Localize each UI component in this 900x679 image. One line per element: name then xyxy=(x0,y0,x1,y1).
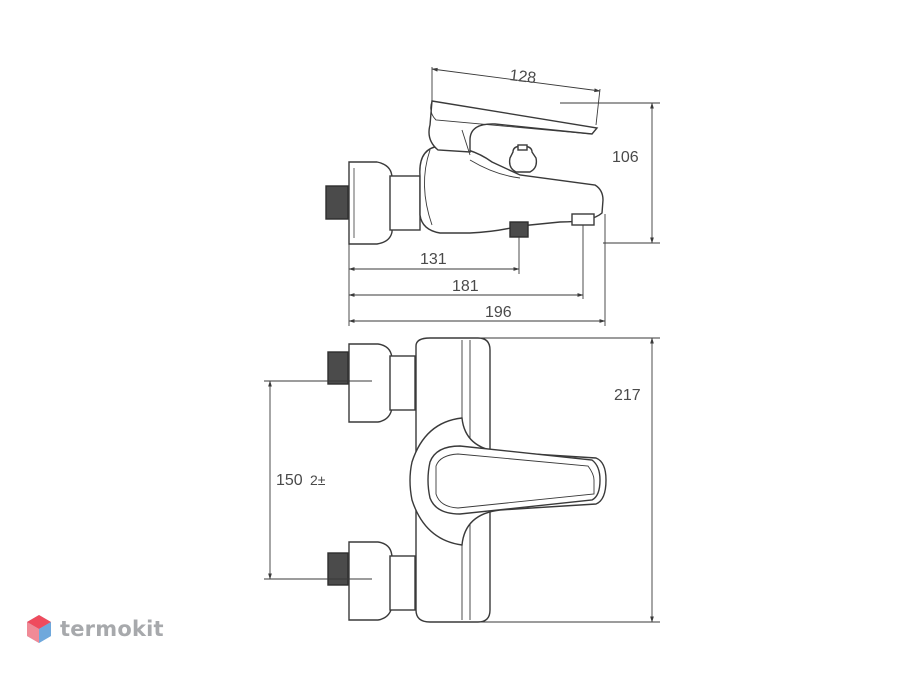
front-upper-flange xyxy=(348,343,393,423)
side-wall-flange xyxy=(348,161,393,245)
front-view xyxy=(327,337,607,623)
termokit-logo-icon xyxy=(27,615,51,643)
dim-label-150: 150 xyxy=(276,472,303,489)
dim-label-217: 217 xyxy=(614,387,641,404)
brand-logo: termokit xyxy=(26,614,164,644)
dim-line-128 xyxy=(431,67,601,93)
side-inlet-thread xyxy=(325,185,349,220)
dim-label-tolerance: 2± xyxy=(310,472,326,488)
side-lever xyxy=(428,100,599,153)
front-dimensions xyxy=(264,337,660,623)
dim-label-196: 196 xyxy=(485,304,512,321)
front-lower-inlet-thread xyxy=(327,552,349,586)
brand-name: termokit xyxy=(60,617,164,641)
dim-label-106: 106 xyxy=(612,149,639,166)
front-lower-flange xyxy=(348,541,393,621)
side-view xyxy=(325,100,604,245)
side-bottom-thread xyxy=(509,221,529,238)
side-dimensions xyxy=(348,67,660,326)
front-upper-inlet-thread xyxy=(327,351,349,385)
dim-label-131: 131 xyxy=(420,251,447,268)
side-aerator xyxy=(571,213,595,226)
dim-label-128: 128 xyxy=(509,67,538,87)
dimension-labels: 128 106 131 181 196 217 150 2± xyxy=(276,67,641,489)
side-connector xyxy=(389,175,421,231)
dim-label-181: 181 xyxy=(452,278,479,295)
